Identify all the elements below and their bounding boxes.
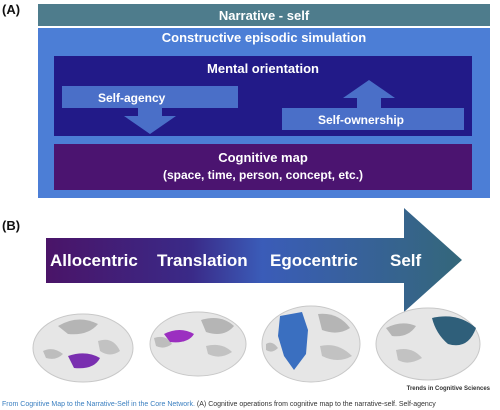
- mental-orientation-label: Mental orientation: [207, 61, 319, 76]
- stage-label-self: Self: [390, 251, 422, 270]
- allocentric-brain-icon: [32, 313, 134, 383]
- agency-ownership-arrows: [62, 80, 464, 134]
- cognitive-map-box: Cognitive map (space, time, person, conc…: [54, 144, 472, 190]
- panel-a-label: (A): [2, 2, 21, 17]
- up-arrow-icon: [343, 80, 395, 108]
- cognitive-map-subtitle: (space, time, person, concept, etc.): [162, 168, 364, 182]
- self-ownership-bar: [282, 108, 464, 130]
- panel-b-label: (B): [2, 218, 21, 233]
- episodic-simulation-label: Constructive episodic simulation: [161, 30, 367, 45]
- caption-title: From Cognitive Map to the Narrative-Self…: [2, 401, 195, 408]
- caption-text: (A) Cognitive operations from cognitive …: [196, 401, 436, 408]
- narrative-self-label: Narrative - self: [218, 7, 310, 23]
- self-brain-icon: [375, 307, 481, 381]
- down-arrow-icon: [124, 108, 176, 134]
- progression-arrow-shape: [46, 208, 462, 312]
- egocentric-brain-icon: [261, 305, 361, 383]
- narrative-self-box: Narrative - self: [38, 4, 490, 26]
- self-agency-label: Self-agency: [98, 91, 166, 105]
- mental-orientation-box: Mental orientation Self-agency Self-owne…: [54, 56, 472, 136]
- stage-label-translation: Translation: [157, 251, 248, 270]
- progression-arrow: [46, 208, 462, 312]
- stage-label-allocentric: Allocentric: [50, 251, 138, 270]
- self-ownership-label: Self-ownership: [318, 113, 405, 127]
- cognitive-map-title: Cognitive map: [218, 150, 308, 165]
- episodic-simulation-box: Constructive episodic simulation Mental …: [38, 28, 490, 198]
- self-agency-bar: [62, 86, 238, 108]
- journal-label: Trends in Cognitive Sciences: [406, 386, 490, 392]
- figure-caption: From Cognitive Map to the Narrative-Self…: [2, 401, 436, 408]
- stage-label-egocentric: Egocentric: [270, 251, 358, 270]
- translation-brain-icon: [149, 311, 247, 377]
